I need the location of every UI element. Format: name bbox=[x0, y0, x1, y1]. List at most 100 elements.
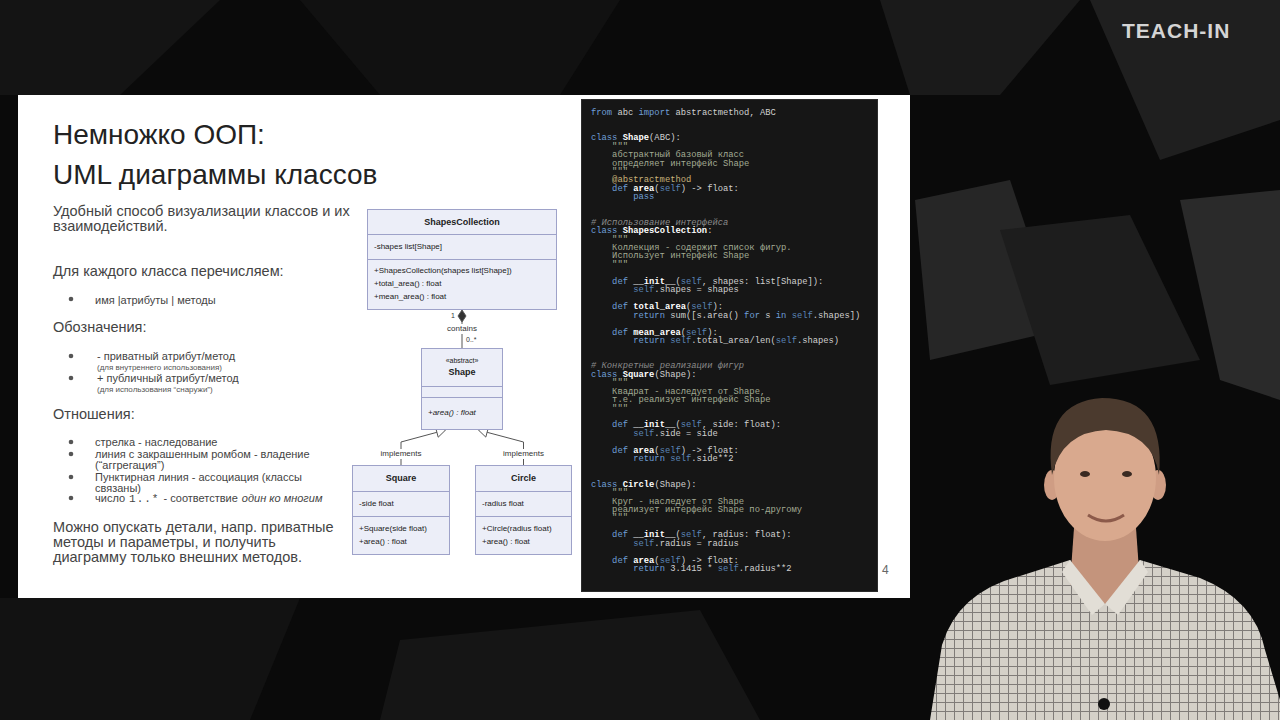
code-docstring: """ bbox=[612, 514, 628, 522]
code-keyword: def bbox=[612, 277, 628, 287]
code-self: self bbox=[776, 336, 797, 346]
code-keyword: for bbox=[744, 311, 760, 321]
bullet-row: число1..*- соответствиеодин ко многим bbox=[95, 493, 322, 505]
code-line: return self.total_area/len(self.shapes) bbox=[633, 337, 839, 345]
slide-text: Для каждого класса перечисляем: bbox=[53, 264, 284, 279]
code-line: return self.side**2 bbox=[633, 455, 733, 463]
attribute: -shapes list[Shape] bbox=[374, 241, 550, 254]
code-docstring: """ bbox=[612, 261, 628, 269]
bullet-dot bbox=[69, 297, 74, 302]
code-comment: # Использование интерфейса bbox=[591, 219, 728, 227]
class-compartment: -side float bbox=[353, 491, 449, 516]
code-docstring: """ bbox=[612, 489, 628, 497]
code-self: self bbox=[718, 564, 739, 574]
bullet-text: число bbox=[95, 493, 125, 504]
code-line: class Square(Shape): bbox=[591, 371, 697, 379]
code-docstring: """ bbox=[612, 405, 628, 413]
bg-facet bbox=[0, 598, 300, 720]
class-name: Square bbox=[359, 472, 443, 485]
code-docstring: """ bbox=[612, 143, 628, 151]
code-line: class Circle(Shape): bbox=[591, 481, 697, 489]
class-compartment: +Square(side float)+area() : float bbox=[353, 516, 449, 554]
multiplicity: 1 bbox=[451, 311, 455, 320]
code-line: def total_area(self): bbox=[612, 303, 723, 311]
code-line: def area(self) -> float: bbox=[612, 557, 739, 565]
method: +ShapesCollection(shapes list[Shape]) bbox=[374, 265, 550, 278]
aggregation-diamond bbox=[458, 310, 466, 322]
eye bbox=[1080, 471, 1090, 477]
connector bbox=[478, 428, 523, 466]
code-line: def area(self) -> float: bbox=[612, 185, 739, 193]
bg-facet bbox=[880, 0, 1080, 95]
method: +Square(side float) bbox=[359, 523, 443, 536]
method: +Circle(radius float) bbox=[482, 523, 565, 536]
method: +total_area() : float bbox=[374, 278, 550, 291]
code-line: class ShapesCollection: bbox=[591, 227, 712, 235]
code-docstring: """ bbox=[612, 379, 628, 387]
code-line: def mean_area(self): bbox=[612, 329, 718, 337]
bullet-text: стрелка - наследование bbox=[95, 436, 217, 448]
bg-facet bbox=[300, 0, 620, 95]
class-compartment: Square bbox=[353, 466, 449, 491]
code-docstring: Круг - наследует от Shape bbox=[612, 498, 744, 506]
bullet-text: - соответствие bbox=[163, 493, 237, 504]
code-self: self bbox=[633, 429, 654, 439]
code-keyword: return bbox=[633, 564, 665, 574]
class-compartment: Circle bbox=[476, 466, 571, 491]
class-name: ShapesCollection bbox=[374, 216, 550, 229]
method: +area() : float bbox=[482, 536, 565, 549]
slide-text: Удобный способ визуализации классов и их… bbox=[53, 204, 353, 234]
code-keyword: import bbox=[639, 108, 671, 118]
class-name: Circle bbox=[482, 472, 565, 485]
class-compartment: +ShapesCollection(shapes list[Shape])+to… bbox=[368, 259, 556, 309]
code-keyword: def bbox=[612, 556, 628, 566]
code-docstring: Коллекция - содержит список фигур. bbox=[612, 244, 792, 252]
bullet-dot bbox=[69, 496, 74, 501]
slide-title: Немножко ООП: UML диаграммы классов bbox=[53, 115, 377, 195]
bg-facet bbox=[380, 610, 760, 720]
edge-label: contains bbox=[445, 324, 479, 334]
bg-facet bbox=[1180, 190, 1280, 400]
bg-facet bbox=[1000, 215, 1200, 385]
bullet-note: (для использования “снаружи”) bbox=[97, 385, 213, 394]
bullet-text: один ко многим bbox=[242, 493, 323, 504]
method: +area() : float bbox=[428, 407, 496, 420]
class-compartment: -shapes list[Shape] bbox=[368, 234, 556, 259]
bullet-text: имя |атрибуты | методы bbox=[95, 294, 216, 306]
code-line: return sum([s.area() for s in self.shape… bbox=[633, 312, 860, 320]
attribute: -radius float bbox=[482, 498, 565, 511]
edge-label: implements bbox=[501, 449, 546, 459]
logo-text: TEACH-IN bbox=[1122, 19, 1230, 43]
method: +area() : float bbox=[359, 536, 443, 549]
bg-facet bbox=[0, 0, 220, 95]
code-line: self.side = side bbox=[633, 430, 717, 438]
code-keyword: def bbox=[612, 328, 628, 338]
class-compartment: +Circle(radius float)+area() : float bbox=[476, 516, 571, 554]
code-line: pass bbox=[633, 193, 654, 201]
code-docstring: т.е. реализует интерфейс Shape bbox=[612, 396, 770, 404]
bullet-text: Пунктирная линия - ассоциация (классы св… bbox=[95, 472, 335, 494]
slide-text: Обозначения: bbox=[53, 320, 147, 335]
bg-facet bbox=[1090, 0, 1280, 160]
code-docstring: реализует интерфейс Shape по-другому bbox=[612, 506, 802, 514]
code-line: self.radius = radius bbox=[633, 540, 739, 548]
slide-text: Отношения: bbox=[53, 407, 135, 422]
uml-class-box: Square -side float +Square(side float)+are… bbox=[352, 465, 450, 555]
class-compartment: -radius float bbox=[476, 491, 571, 516]
code-panel: from abc import abstractmethod, ABCclass… bbox=[581, 99, 878, 592]
class-compartment: «abstract»Shape bbox=[422, 349, 502, 386]
code-line: return 3.1415 * self.radius**2 bbox=[633, 565, 791, 573]
bullet-note: (для внутреннего использования) bbox=[97, 363, 222, 372]
bullet-dot bbox=[69, 354, 74, 359]
stereotype: «abstract» bbox=[428, 356, 496, 366]
code-self: self bbox=[660, 184, 681, 194]
bullet-text: + публичный атрибут/метод bbox=[97, 372, 239, 384]
attribute: -side float bbox=[359, 498, 443, 511]
presenter-figure bbox=[930, 398, 1280, 720]
uml-class-box: ShapesCollection -shapes list[Shape] +Shap… bbox=[367, 209, 557, 310]
code-keyword: def bbox=[612, 530, 628, 540]
bullet-dot bbox=[69, 475, 74, 480]
class-compartment bbox=[422, 386, 502, 397]
code-docstring: абстрактный базовый класс bbox=[612, 151, 744, 159]
edge-label: implements bbox=[379, 449, 424, 459]
